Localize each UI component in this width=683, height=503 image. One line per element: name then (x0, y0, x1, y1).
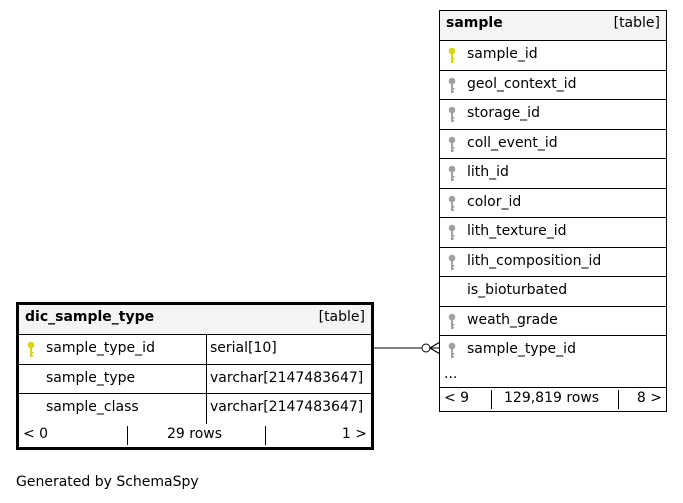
foreign-key-icon (448, 313, 456, 329)
column-row[interactable]: lith_id (440, 159, 666, 189)
table-footer: < 0 29 rows 1 > (19, 424, 371, 447)
table-footer: < 9 129,819 rows 8 > (440, 388, 666, 411)
column-name: coll_event_id (467, 134, 558, 151)
column-row[interactable]: lith_texture_id (440, 218, 666, 248)
column-name: lith_id (467, 164, 509, 180)
foreign-key-icon (448, 165, 456, 181)
table-header: sample [table] (440, 11, 666, 41)
column-row[interactable]: coll_event_id (440, 130, 666, 159)
column-row[interactable]: geol_context_id (440, 71, 666, 100)
footer-rows: 129,819 rows (504, 389, 600, 406)
ellipsis: ... (444, 365, 458, 382)
foreign-key-icon (448, 77, 456, 93)
column-name: sample_type (46, 369, 136, 386)
column-name: is_bioturbated (467, 282, 568, 298)
column-name: lith_composition_id (467, 252, 602, 269)
column-name: weath_grade (467, 311, 558, 328)
column-name: sample_id (467, 46, 538, 62)
column-row[interactable]: is_bioturbated (440, 277, 666, 307)
more-columns-row: ... (440, 366, 666, 388)
column-name: geol_context_id (467, 75, 577, 92)
footer-rows: 29 rows (167, 425, 223, 442)
table-title: dic_sample_type (25, 309, 155, 325)
column-row[interactable]: storage_id (440, 100, 666, 130)
column-row[interactable]: sample_type_id (440, 336, 666, 366)
primary-key-icon (448, 47, 456, 63)
column-row[interactable]: weath_grade (440, 307, 666, 336)
table-header: dic_sample_type [table] (19, 305, 371, 335)
column-row[interactable]: lith_composition_id (440, 248, 666, 277)
primary-key-icon (27, 341, 35, 357)
column-type: varchar[2147483647] (206, 394, 363, 424)
column-name: storage_id (467, 105, 540, 121)
footer-left: < 0 (23, 425, 49, 442)
table-tag: [table] (613, 15, 660, 31)
foreign-key-icon (448, 254, 456, 270)
footer-right: 8 > (636, 389, 662, 406)
column-name: color_id (467, 193, 522, 210)
column-name: lith_texture_id (467, 223, 567, 239)
foreign-key-icon (448, 136, 456, 152)
column-type: varchar[2147483647] (206, 364, 363, 393)
foreign-key-icon (448, 342, 456, 358)
column-type: serial[10] (206, 335, 277, 364)
foreign-key-icon (448, 106, 456, 122)
table-tag: [table] (318, 309, 365, 325)
column-row[interactable]: color_id (440, 189, 666, 218)
column-row[interactable]: sample_id (440, 41, 666, 71)
crow-foot-upper (429, 341, 441, 349)
column-name: sample_class (46, 399, 139, 415)
column-row[interactable]: sample_type_id serial[10] (19, 335, 371, 365)
footer-left: < 9 (444, 389, 470, 406)
column-row[interactable]: sample_class varchar[2147483647] (19, 394, 371, 424)
column-row[interactable]: sample_type varchar[2147483647] (19, 364, 371, 394)
foreign-key-icon (448, 224, 456, 240)
generated-by-label: Generated by SchemaSpy (16, 474, 199, 490)
table-dic-sample-type[interactable]: dic_sample_type [table] sample_type_id se… (16, 302, 374, 450)
column-name: sample_type_id (467, 341, 576, 357)
footer-right: 1 > (341, 425, 367, 442)
table-title: sample (446, 15, 503, 31)
foreign-key-icon (448, 195, 456, 211)
column-name: sample_type_id (46, 340, 155, 356)
crow-foot-lower (429, 347, 441, 355)
zero-cardinality-marker (421, 343, 431, 353)
